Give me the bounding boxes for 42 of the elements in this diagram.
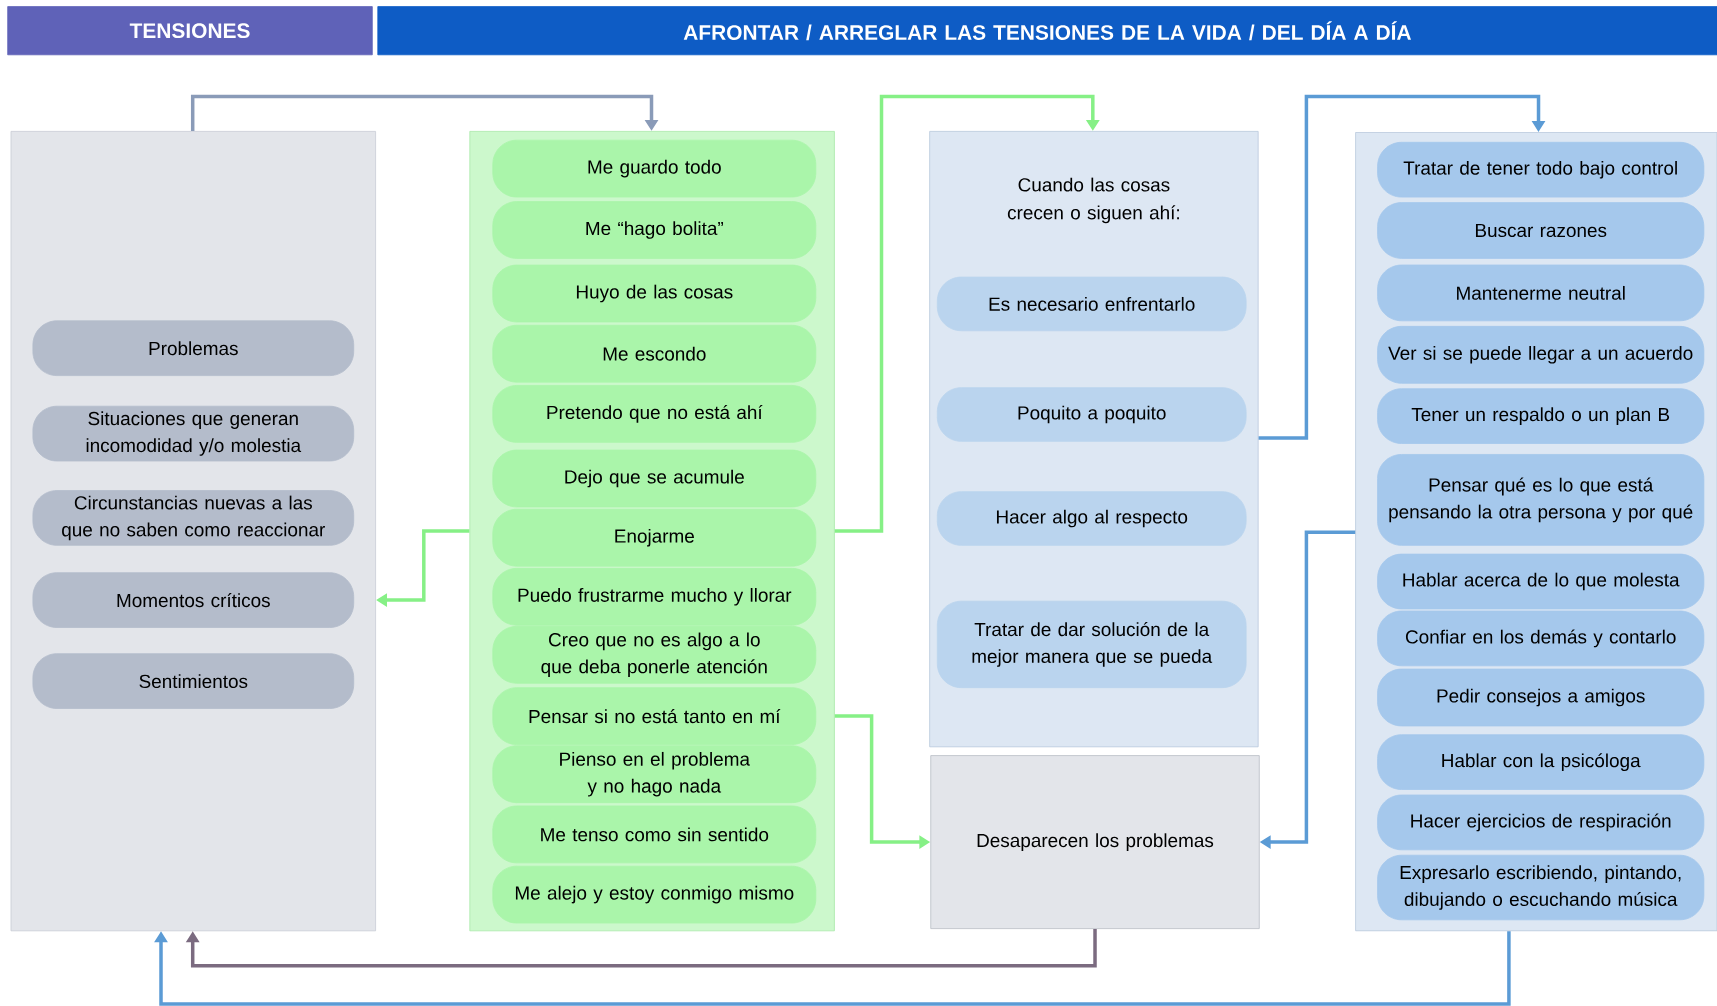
pill-box: Hacer ejercicios de respiración: [1377, 794, 1705, 851]
pill-box: Momentos críticos: [32, 572, 355, 628]
pill-box: Puedo frustrarme mucho y llorar: [492, 567, 817, 626]
arrow: [185, 929, 1097, 968]
result-box: Desaparecen los problemas: [930, 755, 1260, 929]
pill-box: Tener un respaldo o un plan B: [1377, 388, 1705, 444]
pill-box: Poquito a poquito: [936, 387, 1247, 442]
pill-box: Me “hago bolita”: [492, 201, 817, 259]
pill-box: Tratar de tener todo bajo control: [1377, 141, 1705, 198]
pill-box: Sentimientos: [32, 653, 355, 709]
pill-box: Es necesario enfrentarlo: [936, 276, 1247, 332]
pill-box: Tratar de dar solución de la mejor manera que se pueda: [936, 600, 1247, 689]
arrow: [154, 931, 1511, 1006]
arrow: [834, 94, 1100, 533]
header-bar: AFRONTAR / ARREGLAR LAS TENSIONES DE LA VIDA / DEL DÍA A DÍA: [377, 6, 1717, 56]
pill-box: Situaciones que generan incomodidad y/o molestia: [32, 405, 355, 462]
pill-box: Me tenso como sin sentido: [492, 805, 817, 864]
pill-box: Me alejo y estoy conmigo mismo: [492, 865, 817, 924]
pill-box: Huyo de las cosas: [492, 264, 817, 323]
pill-box: Expresarlo escribiendo, pintando, dibujando o escuchando música: [1377, 854, 1705, 921]
pill-box: Pensar si no está tanto en mí: [492, 687, 817, 745]
pill-box: Enojarme: [492, 508, 817, 567]
pill-box: Problemas: [32, 320, 355, 376]
header-bar: TENSIONES: [7, 6, 373, 56]
pill-box: Circunstancias nuevas a las que no saben como reaccionar: [32, 490, 355, 546]
pill-box: Pienso en el problema y no hago nada: [492, 745, 817, 804]
pill-box: Creo que no es algo a lo que deba ponerle atención: [492, 625, 817, 684]
pill-box: Dejo que se acumule: [492, 449, 817, 508]
pill-box: Ver si se puede llegar a un acuerdo: [1377, 325, 1705, 384]
arrow: [1258, 94, 1546, 440]
pill-box: Buscar razones: [1377, 202, 1705, 259]
pill-box: Pretendo que no está ahí: [492, 385, 817, 443]
pill-box: Mantenerme neutral: [1377, 264, 1705, 322]
pill-box: Pensar qué es lo que está pensando la otra persona y por qué: [1377, 454, 1705, 546]
arrow: [190, 94, 659, 131]
pill-box: Me escondo: [492, 324, 817, 383]
pill-box: Confiar en los demás y contarlo: [1377, 610, 1705, 667]
pill-box: Pedir consejos a amigos: [1377, 668, 1705, 727]
pill-box: Hablar acerca de lo que molesta: [1377, 553, 1705, 610]
pill-box: Me guardo todo: [492, 139, 817, 198]
pill-box: Hablar con la psicóloga: [1377, 734, 1705, 790]
pill-box: Hacer algo al respecto: [936, 491, 1247, 546]
